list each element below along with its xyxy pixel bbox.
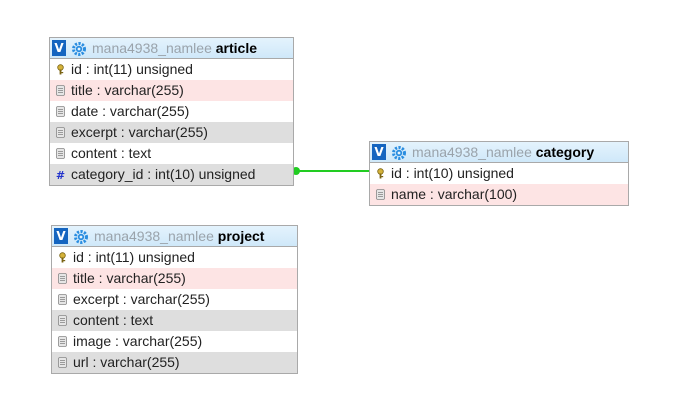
field-label: id : int(10) unsigned (391, 165, 514, 181)
table-name: article (215, 40, 258, 56)
field-icon (56, 148, 65, 159)
field-label: id : int(11) unsigned (71, 61, 193, 77)
field-row[interactable]: id : int(11) unsigned (50, 59, 293, 80)
field-label: title : varchar(255) (73, 270, 186, 286)
field-icon (56, 127, 65, 138)
field-icon (58, 315, 67, 326)
field-row[interactable]: url : varchar(255) (52, 352, 297, 373)
gear-icon[interactable] (71, 41, 87, 57)
table-header[interactable]: V mana4938_namlee article (50, 38, 293, 59)
toggle-button[interactable]: V (52, 40, 66, 56)
primary-key-icon (59, 252, 66, 263)
field-row[interactable]: id : int(10) unsigned (370, 163, 628, 184)
table-header[interactable]: V mana4938_namlee category (370, 142, 628, 163)
field-icon (58, 357, 67, 368)
field-label: image : varchar(255) (73, 333, 203, 349)
field-label: content : text (71, 145, 152, 161)
field-row[interactable]: title : varchar(255) (52, 268, 297, 289)
gear-icon[interactable] (73, 229, 89, 245)
field-row[interactable]: name : varchar(100) (370, 184, 628, 205)
field-icon (56, 85, 65, 96)
index-icon: # (56, 169, 65, 180)
field-label: url : varchar(255) (73, 354, 180, 370)
field-icon (58, 294, 67, 305)
table-name: category (535, 144, 595, 160)
field-label: excerpt : varchar(255) (73, 291, 210, 307)
field-label: excerpt : varchar(255) (71, 124, 208, 140)
table-category[interactable]: V mana4938_namlee category id : int(10) … (369, 141, 629, 206)
toggle-button[interactable]: V (372, 144, 386, 160)
field-icon (58, 273, 67, 284)
field-row[interactable]: id : int(11) unsigned (52, 247, 297, 268)
field-icon (376, 189, 385, 200)
database-name: mana4938_namlee (94, 228, 214, 244)
field-row[interactable]: content : text (50, 143, 293, 164)
field-icon (56, 106, 65, 117)
primary-key-icon (57, 64, 64, 75)
table-name: project (217, 228, 265, 244)
table-header[interactable]: V mana4938_namlee project (52, 226, 297, 247)
field-row[interactable]: excerpt : varchar(255) (52, 289, 297, 310)
field-icon (58, 336, 67, 347)
field-row[interactable]: content : text (52, 310, 297, 331)
gear-icon[interactable] (391, 145, 407, 161)
database-name: mana4938_namlee (92, 40, 212, 56)
field-row[interactable]: title : varchar(255) (50, 80, 293, 101)
field-label: content : text (73, 312, 154, 328)
toggle-button[interactable]: V (54, 228, 68, 244)
field-row[interactable]: # category_id : int(10) unsigned (50, 164, 293, 185)
svg-text:#: # (56, 169, 65, 180)
table-project[interactable]: V mana4938_namlee project id : int(11) u… (51, 225, 298, 374)
field-label: category_id : int(10) unsigned (71, 166, 256, 182)
field-row[interactable]: image : varchar(255) (52, 331, 297, 352)
field-label: name : varchar(100) (391, 186, 518, 202)
database-name: mana4938_namlee (412, 144, 532, 160)
field-label: title : varchar(255) (71, 82, 184, 98)
field-label: date : varchar(255) (71, 103, 190, 119)
table-article[interactable]: V mana4938_namlee article id : int(11) u… (49, 37, 294, 186)
field-row[interactable]: date : varchar(255) (50, 101, 293, 122)
field-row[interactable]: excerpt : varchar(255) (50, 122, 293, 143)
primary-key-icon (377, 168, 384, 179)
field-label: id : int(11) unsigned (73, 249, 195, 265)
